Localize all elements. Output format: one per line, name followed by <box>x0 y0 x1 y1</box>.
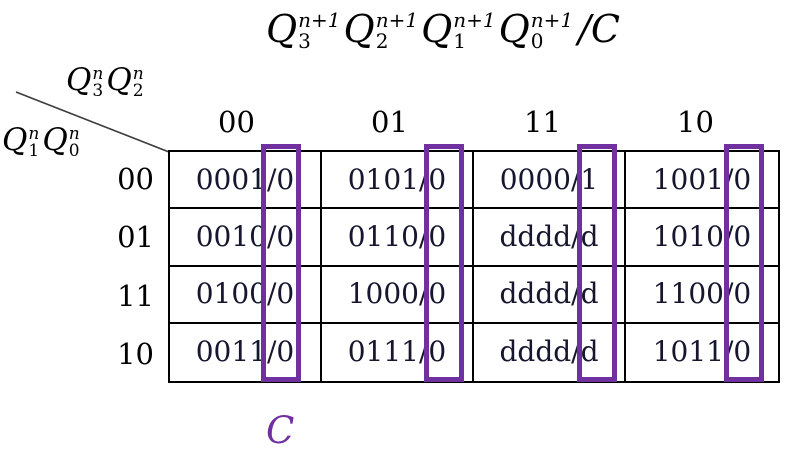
axis-term: Q n 1 <box>2 124 39 160</box>
c-bit-highlight-col-10 <box>724 144 764 382</box>
c-output-annotation-label: C <box>266 409 295 452</box>
title-term-scripts: n+1 0 <box>531 8 573 52</box>
column-header-11: 11 <box>524 105 561 139</box>
title-term-base: Q <box>266 7 298 51</box>
axis-term-sub: 1 <box>28 141 40 161</box>
title-term-q2: Q n+1 2 <box>343 7 419 52</box>
row-header-00: 00 <box>117 162 154 197</box>
kmap-cell-r11-c00: 0100/0 <box>170 266 322 324</box>
kmap-cell-r10-c01: 0111/0 <box>322 323 474 381</box>
axis-term: Q n 0 <box>42 124 79 160</box>
page-title: Q n+1 3 Q n+1 2 Q n+1 1 Q n+1 0 <box>266 7 621 60</box>
title-term-base: Q <box>498 7 530 51</box>
axis-term-sup: n <box>132 64 144 84</box>
axis-term-sub: 0 <box>68 141 80 161</box>
row-header-11: 11 <box>117 278 154 313</box>
title-term-sup: n+1 <box>375 8 419 32</box>
axis-term-sub: 3 <box>92 81 104 101</box>
title-term-base: Q <box>343 7 375 51</box>
axis-term-base: Q <box>2 122 28 158</box>
title-term-sup: n+1 <box>298 8 341 32</box>
title-term-scripts: n+1 1 <box>453 8 495 52</box>
kmap-table: 0001/0 0101/0 0000/1 1001/0 0010/0 0110/… <box>168 150 780 383</box>
title-output-suffix: /C <box>578 7 621 51</box>
axis-term-scripts: n 0 <box>69 124 80 160</box>
row-headers: 00 01 11 10 <box>92 150 158 383</box>
kmap-cell-r01-c10: 1010/0 <box>626 209 778 267</box>
axis-term-sup: n <box>28 124 40 144</box>
kmap-cell-r10-c00: 0011/0 <box>170 323 322 381</box>
row-header-01: 01 <box>117 220 154 255</box>
kmap-cell-r01-c11: dddd/d <box>474 209 626 267</box>
column-header-00: 00 <box>218 105 255 139</box>
kmap-cell-r11-c01: 1000/0 <box>322 266 474 324</box>
kmap-cell-r11-c10: 1100/0 <box>626 267 778 324</box>
axis-term-scripts: n 2 <box>133 64 144 100</box>
title-term-base: Q <box>421 7 453 51</box>
axis-term-sup: n <box>68 124 80 144</box>
kmap-cell-r10-c11: dddd/d <box>474 323 626 381</box>
axis-term-sup: n <box>92 64 104 84</box>
title-term-q0: Q n+1 0 <box>498 7 574 52</box>
kmap-cell-r00-c00: 0001/0 <box>170 152 322 210</box>
axis-term-scripts: n 1 <box>28 124 39 160</box>
title-term-sup: n+1 <box>453 8 496 32</box>
axis-term-scripts: n 3 <box>92 64 103 100</box>
c-bit-highlight-col-11 <box>577 144 617 382</box>
axis-term-base: Q <box>42 122 68 158</box>
kmap-cell-r11-c11: dddd/d <box>474 266 626 324</box>
row-variable-label: Q n 1 Q n 0 <box>2 124 83 160</box>
kmap-cell-r01-c00: 0010/0 <box>170 209 322 267</box>
title-term-q1: Q n+1 1 <box>421 7 496 52</box>
axis-term-base: Q <box>106 62 132 98</box>
title-term-sup: n+1 <box>530 8 574 32</box>
title-term-q3: Q n+1 3 <box>266 7 341 52</box>
title-term-sub: 3 <box>298 29 311 53</box>
column-header-01: 01 <box>371 105 408 139</box>
kmap-cell-r00-c10: 1001/0 <box>626 152 778 210</box>
title-term-sub: 1 <box>453 29 466 53</box>
kmap-cell-r10-c10: 1011/0 <box>652 335 752 369</box>
row-header-10: 10 <box>117 336 154 371</box>
c-bit-highlight-col-00 <box>261 144 301 382</box>
column-header-10: 10 <box>677 105 714 139</box>
title-term-sub: 0 <box>530 29 544 53</box>
axis-term: Q n 3 <box>66 64 103 100</box>
kmap-cell-r00-c01: 0101/0 <box>322 152 474 210</box>
axis-term-sub: 2 <box>132 81 144 101</box>
axis-term: Q n 2 <box>106 64 143 100</box>
kmap-cell-r01-c01: 0110/0 <box>322 209 474 267</box>
axis-term-base: Q <box>66 62 92 98</box>
c-bit-highlight-col-01 <box>424 144 464 382</box>
title-term-scripts: n+1 3 <box>298 8 340 52</box>
column-headers: 00 01 11 10 <box>160 100 772 144</box>
title-term-sub: 2 <box>375 29 389 53</box>
title-term-scripts: n+1 2 <box>376 8 418 52</box>
column-variable-label: Q n 3 Q n 2 <box>66 64 147 100</box>
